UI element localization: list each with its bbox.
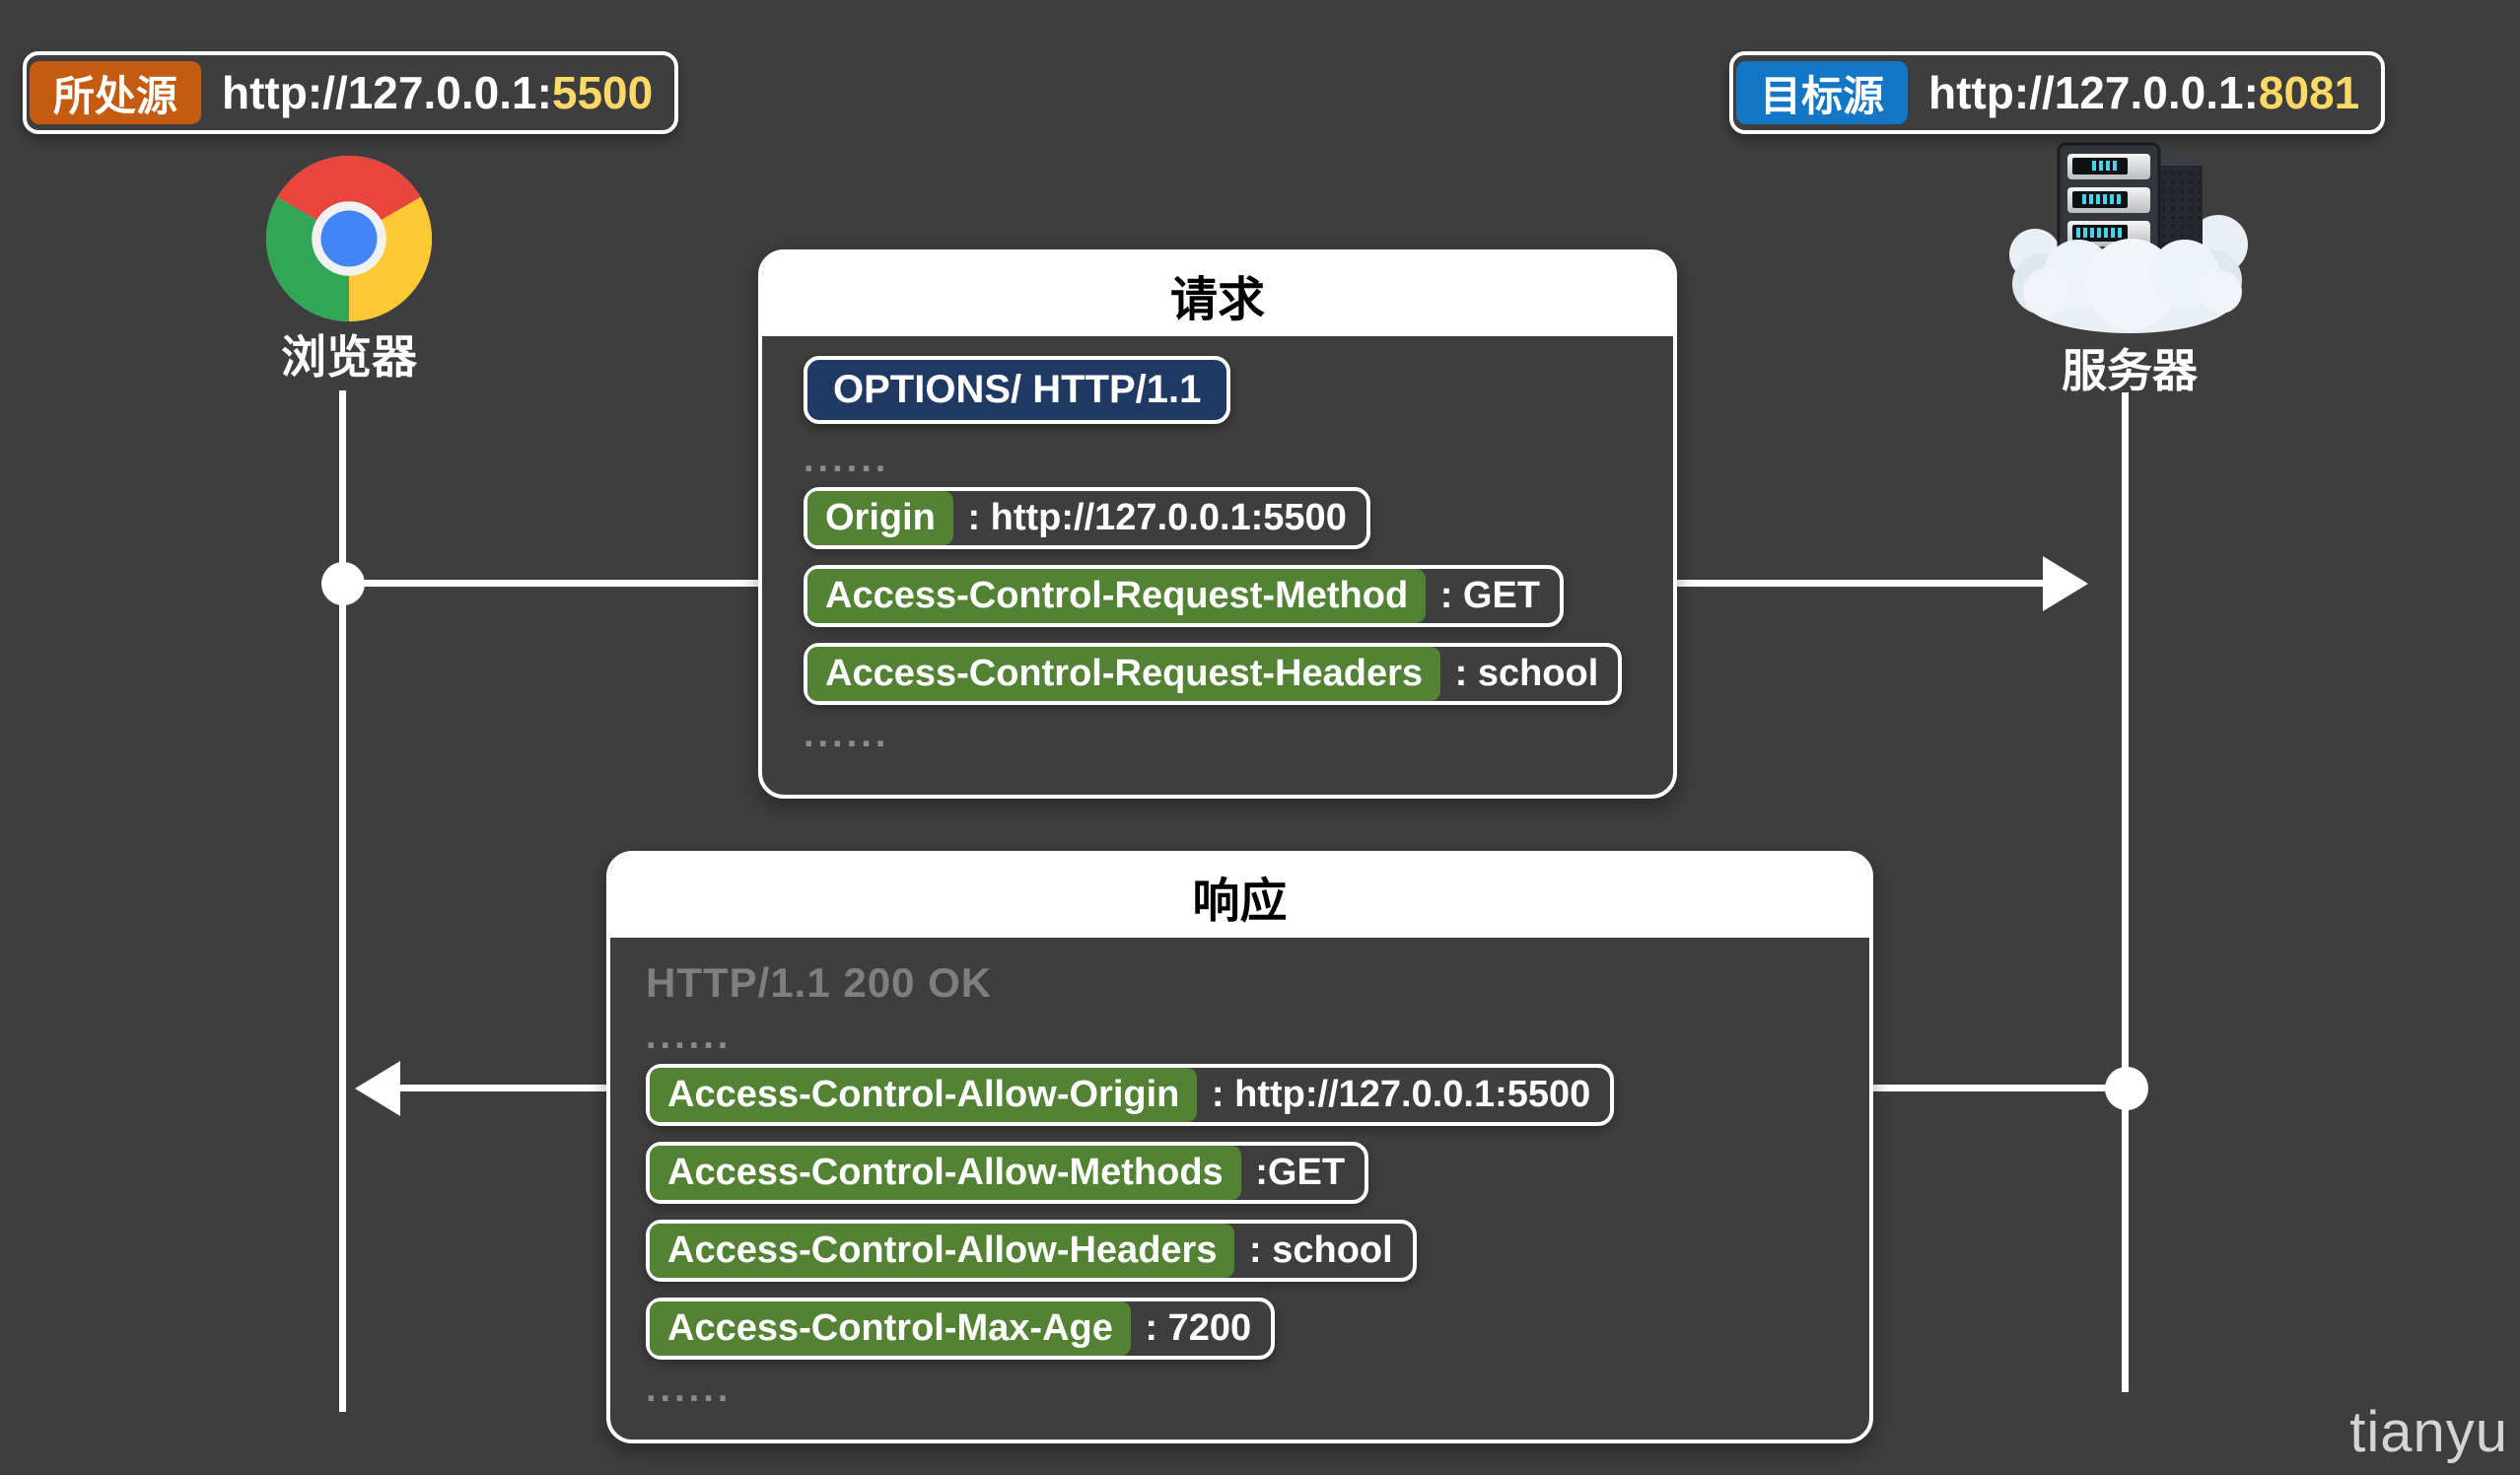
response-arrowhead-icon bbox=[355, 1061, 400, 1116]
origin-url: http://127.0.0.1:5500 bbox=[222, 66, 653, 119]
target-url: http://127.0.0.1:8081 bbox=[1928, 66, 2359, 119]
response-card: 响应 HTTP/1.1 200 OK ...... Access-Control… bbox=[606, 851, 1873, 1443]
server-label: 服务器 bbox=[2062, 345, 2198, 396]
response-status-line: HTTP/1.1 200 OK bbox=[646, 959, 993, 1006]
header-name: Access-Control-Allow-Origin bbox=[650, 1068, 1198, 1122]
header-name: Access-Control-Allow-Headers bbox=[650, 1224, 1235, 1278]
server-cloud-icon bbox=[2009, 134, 2250, 342]
request-card-body: OPTIONS/ HTTP/1.1 ...... Origin : http:/… bbox=[762, 336, 1673, 754]
request-header-pill: Access-Control-Request-Headers : school bbox=[804, 643, 1623, 705]
header-name: Origin bbox=[807, 491, 953, 545]
response-card-title: 响应 bbox=[1192, 876, 1288, 928]
request-header-pill: Origin : http://127.0.0.1:5500 bbox=[804, 487, 1370, 549]
target-url-port: 8081 bbox=[2258, 67, 2360, 118]
response-header-pill: Access-Control-Allow-Headers : school bbox=[646, 1220, 1417, 1282]
watermark: tianyu bbox=[2349, 1400, 2508, 1464]
origin-url-prefix: http://127.0.0.1: bbox=[222, 67, 552, 118]
header-value: : http://127.0.0.1:5500 bbox=[956, 497, 1347, 538]
request-ellipsis-top: ...... bbox=[804, 439, 890, 480]
header-value: : http://127.0.0.1:5500 bbox=[1201, 1074, 1591, 1115]
request-header-row: Access-Control-Request-Method : GET bbox=[804, 565, 1644, 627]
request-line-pill: OPTIONS/ HTTP/1.1 bbox=[804, 356, 1231, 424]
request-card-header: 请求 bbox=[762, 253, 1673, 336]
response-header-pill: Access-Control-Allow-Origin : http://127… bbox=[646, 1064, 1615, 1126]
response-header-pill: Access-Control-Allow-Methods :GET bbox=[646, 1142, 1369, 1204]
request-card-title: 请求 bbox=[1169, 274, 1265, 326]
response-header-row: Access-Control-Allow-Methods :GET bbox=[646, 1142, 1840, 1204]
header-value: : school bbox=[1444, 653, 1599, 694]
origin-url-port: 5500 bbox=[551, 67, 654, 118]
header-value: :GET bbox=[1244, 1152, 1346, 1193]
response-ellipsis-bottom: ...... bbox=[646, 1369, 733, 1410]
response-header-row: Access-Control-Allow-Headers : school bbox=[646, 1220, 1840, 1282]
header-value: : GET bbox=[1430, 575, 1541, 616]
browser-lifeline bbox=[339, 390, 346, 1412]
target-url-prefix: http://127.0.0.1: bbox=[1928, 67, 2259, 118]
server-lifeline bbox=[2122, 392, 2129, 1392]
request-card: 请求 OPTIONS/ HTTP/1.1 ...... Origin : htt… bbox=[758, 249, 1677, 799]
request-ellipsis-bottom: ...... bbox=[804, 714, 890, 755]
request-header-row: Origin : http://127.0.0.1:5500 bbox=[804, 487, 1644, 549]
request-origin-dot bbox=[321, 562, 365, 605]
response-ellipsis-top: ...... bbox=[646, 1016, 733, 1057]
response-header-row: Access-Control-Allow-Origin : http://127… bbox=[646, 1064, 1840, 1126]
request-arrowhead-icon bbox=[2043, 556, 2088, 611]
chrome-icon bbox=[266, 156, 432, 326]
header-name: Access-Control-Request-Headers bbox=[807, 647, 1441, 701]
response-header-pill: Access-Control-Max-Age : 7200 bbox=[646, 1298, 1276, 1360]
response-card-header: 响应 bbox=[610, 855, 1869, 938]
target-badge-tag: 目标源 bbox=[1736, 61, 1909, 124]
response-header-row: Access-Control-Max-Age : 7200 bbox=[646, 1298, 1840, 1360]
origin-badge: 所处源 http://127.0.0.1:5500 bbox=[23, 51, 679, 134]
header-value: : school bbox=[1238, 1229, 1393, 1271]
target-badge: 目标源 http://127.0.0.1:8081 bbox=[1729, 51, 2386, 134]
request-header-pill: Access-Control-Request-Method : GET bbox=[804, 565, 1565, 627]
header-name: Access-Control-Request-Method bbox=[807, 569, 1427, 623]
header-name: Access-Control-Max-Age bbox=[650, 1301, 1131, 1356]
origin-badge-tag: 所处源 bbox=[30, 61, 202, 124]
header-value: : 7200 bbox=[1134, 1307, 1252, 1349]
response-origin-dot bbox=[2105, 1067, 2148, 1110]
request-header-row: Access-Control-Request-Headers : school bbox=[804, 643, 1644, 705]
browser-label: 浏览器 bbox=[281, 331, 417, 383]
response-card-body: HTTP/1.1 200 OK ...... Access-Control-Al… bbox=[610, 938, 1869, 1409]
header-name: Access-Control-Allow-Methods bbox=[650, 1146, 1241, 1200]
